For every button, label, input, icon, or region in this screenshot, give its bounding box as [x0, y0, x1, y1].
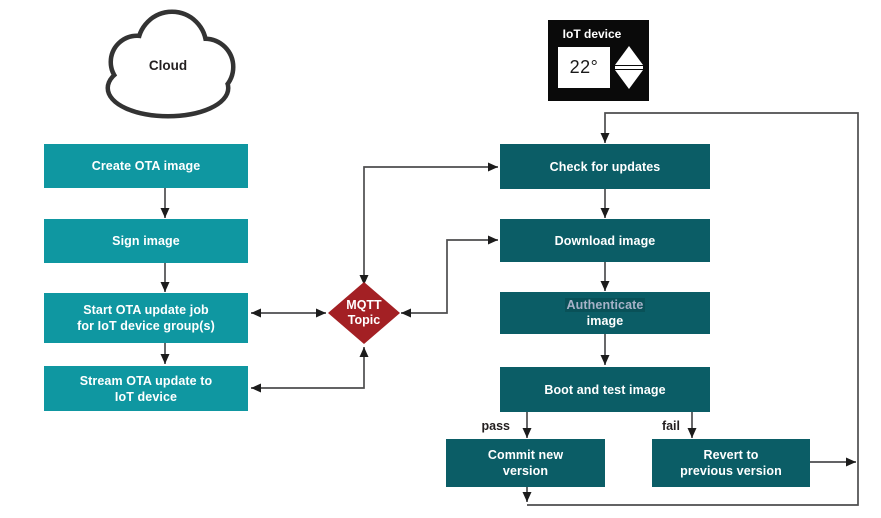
pass-label: pass [481, 419, 511, 433]
arrow-mqtt-checkupdates [359, 162, 498, 285]
fail-label: fail [661, 419, 680, 433]
step-commit-new-version: Commit new version [446, 439, 605, 487]
feedback-loop-to-check [527, 112, 859, 506]
step-sign-image: Sign image [44, 219, 248, 263]
mqtt-topic-label: MQTT Topic [346, 298, 382, 327]
step-boot-and-test-image: Boot and test image [500, 367, 710, 412]
step-check-for-updates: Check for updates [500, 144, 710, 189]
step-download-image: Download image [500, 219, 710, 262]
mqtt-topic-diamond [328, 282, 400, 344]
thermostat-controls [614, 46, 644, 89]
cloud-label: Cloud [148, 58, 188, 73]
iot-device-icon: IoT device 22° [548, 20, 649, 101]
iot-device-label: IoT device [562, 27, 622, 41]
authenticate-rest-word: image [586, 314, 624, 328]
temperature-display: 22° [558, 47, 610, 88]
step-create-ota-image: Create OTA image [44, 144, 248, 188]
step-start-ota-update-job: Start OTA update job for IoT device grou… [44, 293, 248, 343]
authenticate-image-label: Authenticate image [564, 297, 646, 329]
arrow-stream-mqtt [251, 347, 369, 393]
authenticate-word: Authenticate [564, 298, 646, 312]
triangle-down-icon [615, 70, 643, 89]
cloud-icon [105, 9, 236, 119]
step-stream-ota-update: Stream OTA update to IoT device [44, 366, 248, 411]
triangle-up-icon [615, 46, 643, 65]
arrow-mqtt-download [401, 235, 498, 318]
step-revert-previous-version: Revert to previous version [652, 439, 810, 487]
thermostat-divider [615, 66, 643, 69]
step-authenticate-image: Authenticate image [500, 292, 710, 334]
